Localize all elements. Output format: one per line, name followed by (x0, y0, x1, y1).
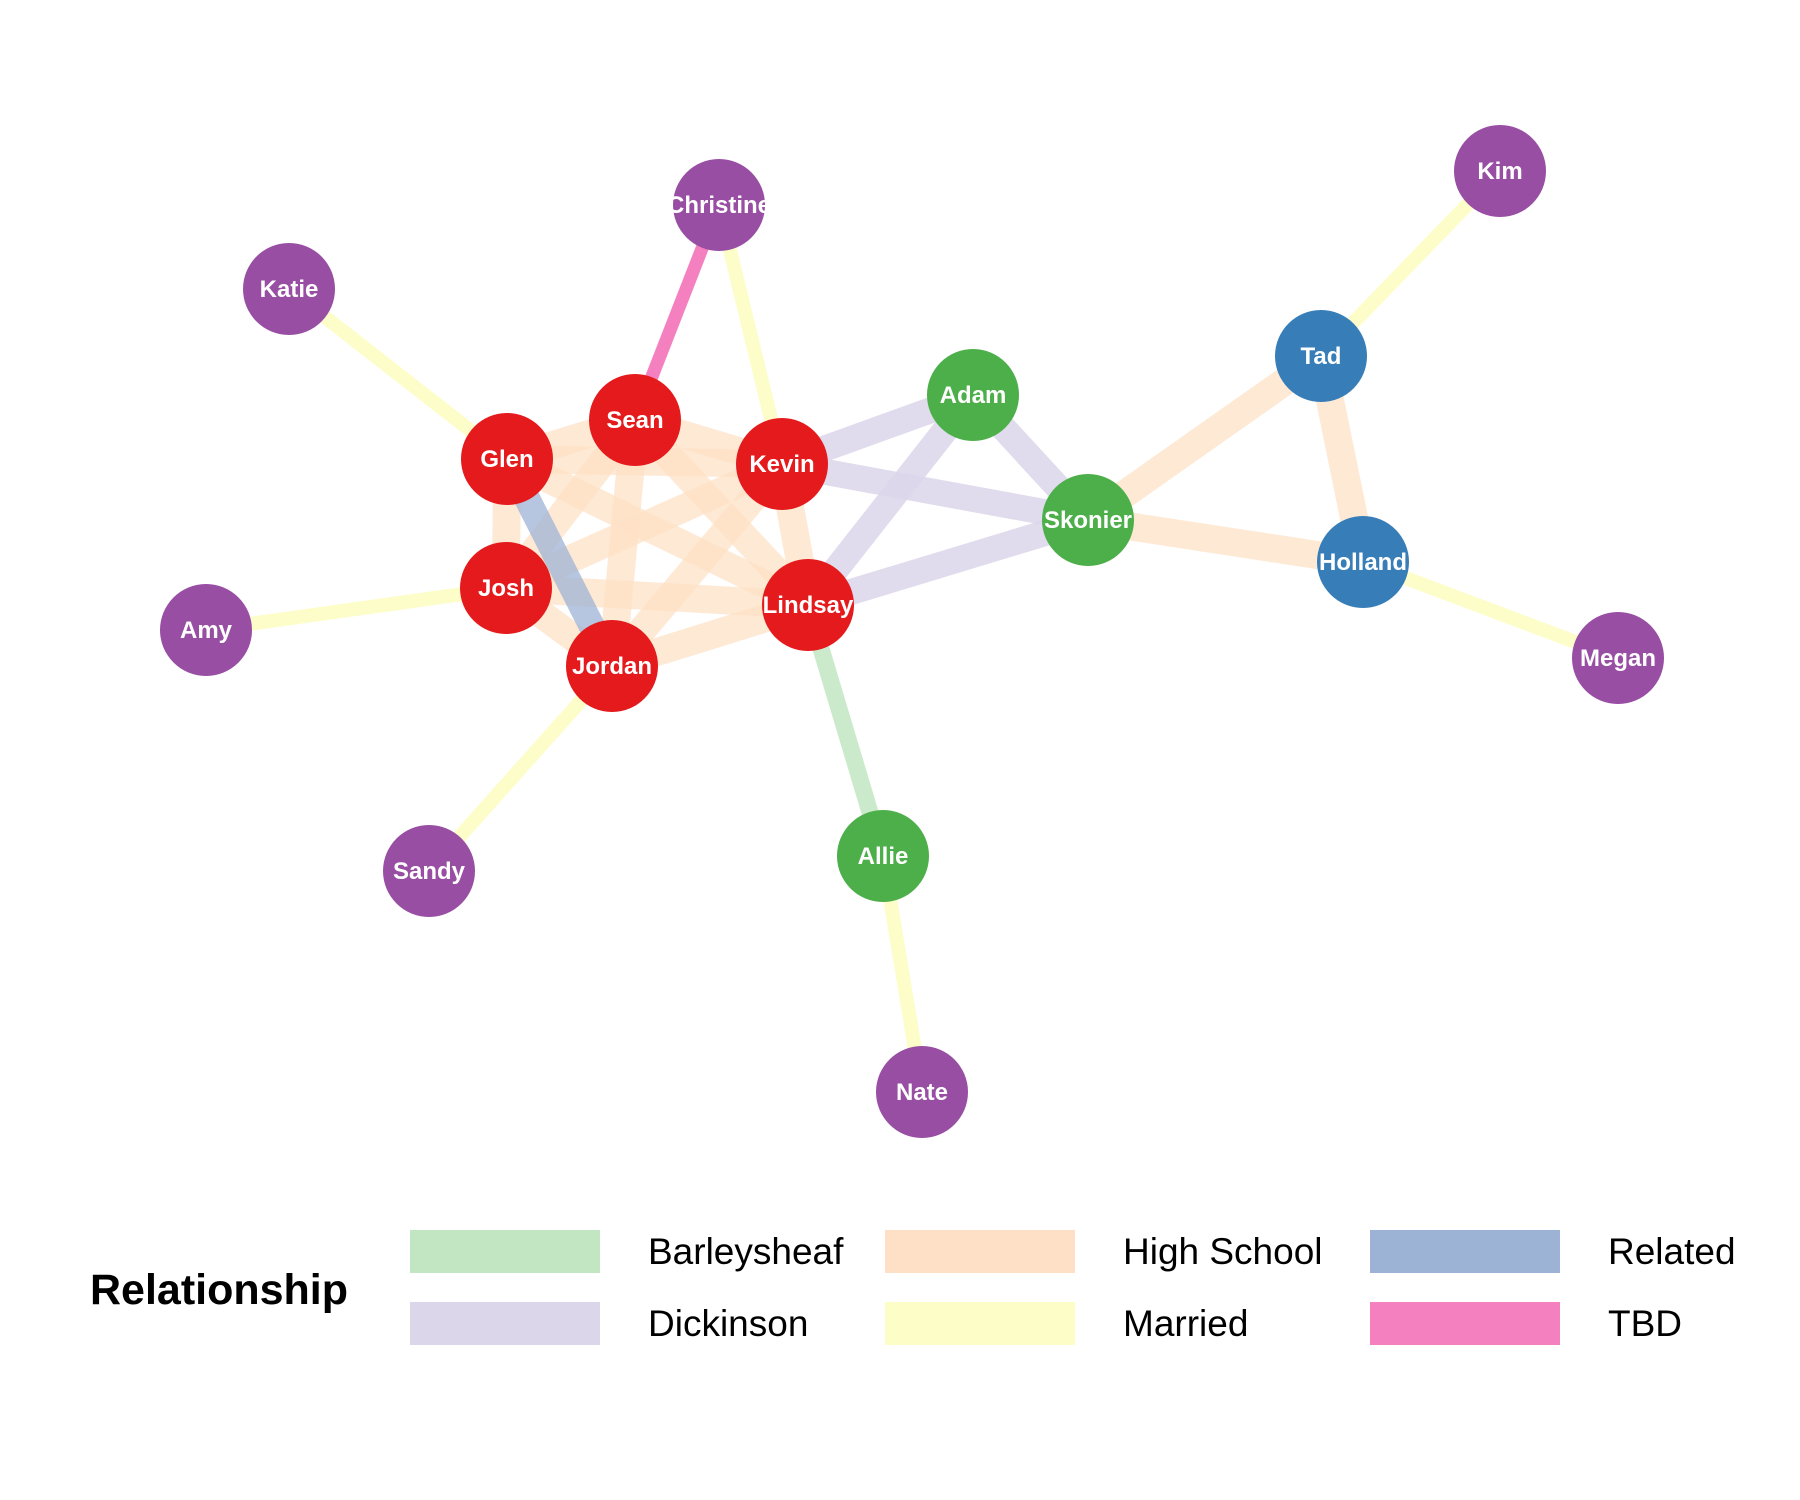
node-holland: Holland (1317, 516, 1409, 608)
node-label-nate: Nate (896, 1079, 948, 1106)
node-adam: Adam (927, 349, 1019, 441)
node-circle-allie (837, 810, 929, 902)
node-label-tad: Tad (1301, 343, 1342, 370)
legend-item-related: Related (1370, 1230, 1736, 1273)
node-allie: Allie (837, 810, 929, 902)
node-label-katie: Katie (260, 276, 319, 303)
node-circle-holland (1317, 516, 1409, 608)
legend-item-barleysheaf: Barleysheaf (410, 1230, 844, 1273)
node-circle-skonier (1042, 474, 1134, 566)
node-label-megan: Megan (1580, 645, 1656, 672)
node-circle-glen (461, 413, 553, 505)
node-megan: Megan (1572, 612, 1664, 704)
legend-label-barleysheaf: Barleysheaf (648, 1231, 844, 1272)
edge-glen-katie (284, 283, 512, 465)
node-circle-kim (1454, 125, 1546, 217)
node-circle-tad (1275, 310, 1367, 402)
node-label-lindsay: Lindsay (763, 592, 854, 619)
node-label-kim: Kim (1477, 158, 1522, 185)
node-circle-kevin (736, 418, 828, 510)
legend-swatch-married (885, 1302, 1075, 1345)
node-circle-megan (1572, 612, 1664, 704)
node-circle-josh (460, 542, 552, 634)
node-sean: Sean (589, 374, 681, 466)
node-label-josh: Josh (478, 575, 534, 602)
node-sandy: Sandy (383, 825, 475, 917)
edge-josh-lindsay (505, 574, 809, 619)
legend-item-tbd: TBD (1370, 1302, 1682, 1345)
node-label-allie: Allie (858, 843, 909, 870)
node-kevin: Kevin (736, 418, 828, 510)
node-label-glen: Glen (480, 446, 533, 473)
legend-title: Relationship (90, 1266, 348, 1314)
legend-label-high_school: High School (1123, 1231, 1323, 1272)
node-circle-sandy (383, 825, 475, 917)
node-label-adam: Adam (940, 382, 1007, 409)
node-tad: Tad (1275, 310, 1367, 402)
node-label-christine: Christine (667, 192, 771, 219)
legend-swatch-related (1370, 1230, 1560, 1273)
node-katie: Katie (243, 243, 335, 335)
node-jordan: Jordan (566, 620, 658, 712)
legend-label-dickinson: Dickinson (648, 1303, 808, 1344)
legend-swatch-high_school (885, 1230, 1075, 1273)
node-circle-katie (243, 243, 335, 335)
node-circle-amy (160, 584, 252, 676)
node-circle-adam (927, 349, 1019, 441)
legend-swatch-tbd (1370, 1302, 1560, 1345)
node-amy: Amy (160, 584, 252, 676)
node-label-kevin: Kevin (749, 451, 814, 478)
legend-swatch-dickinson (410, 1302, 600, 1345)
node-circle-jordan (566, 620, 658, 712)
node-nate: Nate (876, 1046, 968, 1138)
legend-label-related: Related (1608, 1231, 1736, 1272)
node-glen: Glen (461, 413, 553, 505)
node-label-jordan: Jordan (572, 653, 652, 680)
node-josh: Josh (460, 542, 552, 634)
node-circle-christine (673, 159, 765, 251)
edge-josh-amy (205, 581, 507, 637)
node-label-holland: Holland (1319, 549, 1407, 576)
legend-item-married: Married (885, 1302, 1248, 1345)
legend-item-dickinson: Dickinson (410, 1302, 808, 1345)
node-label-skonier: Skonier (1044, 507, 1132, 534)
node-christine: Christine (667, 159, 771, 251)
node-circle-lindsay (762, 559, 854, 651)
edge-skonier-tad (1079, 344, 1330, 532)
node-circle-sean (589, 374, 681, 466)
edge-kevin-skonier (779, 451, 1091, 533)
node-label-sean: Sean (606, 407, 663, 434)
node-skonier: Skonier (1042, 474, 1134, 566)
node-kim: Kim (1454, 125, 1546, 217)
edge-lindsay-skonier (804, 507, 1092, 618)
legend-item-high_school: High School (885, 1230, 1323, 1273)
edges-layer (205, 166, 1621, 1094)
edge-skonier-holland (1085, 506, 1366, 576)
legend-swatch-barleysheaf (410, 1230, 600, 1273)
node-label-amy: Amy (180, 617, 233, 644)
legend-label-tbd: TBD (1608, 1303, 1682, 1344)
node-circle-nate (876, 1046, 968, 1138)
node-label-sandy: Sandy (393, 858, 466, 885)
legend-label-married: Married (1123, 1303, 1248, 1344)
node-lindsay: Lindsay (762, 559, 854, 651)
